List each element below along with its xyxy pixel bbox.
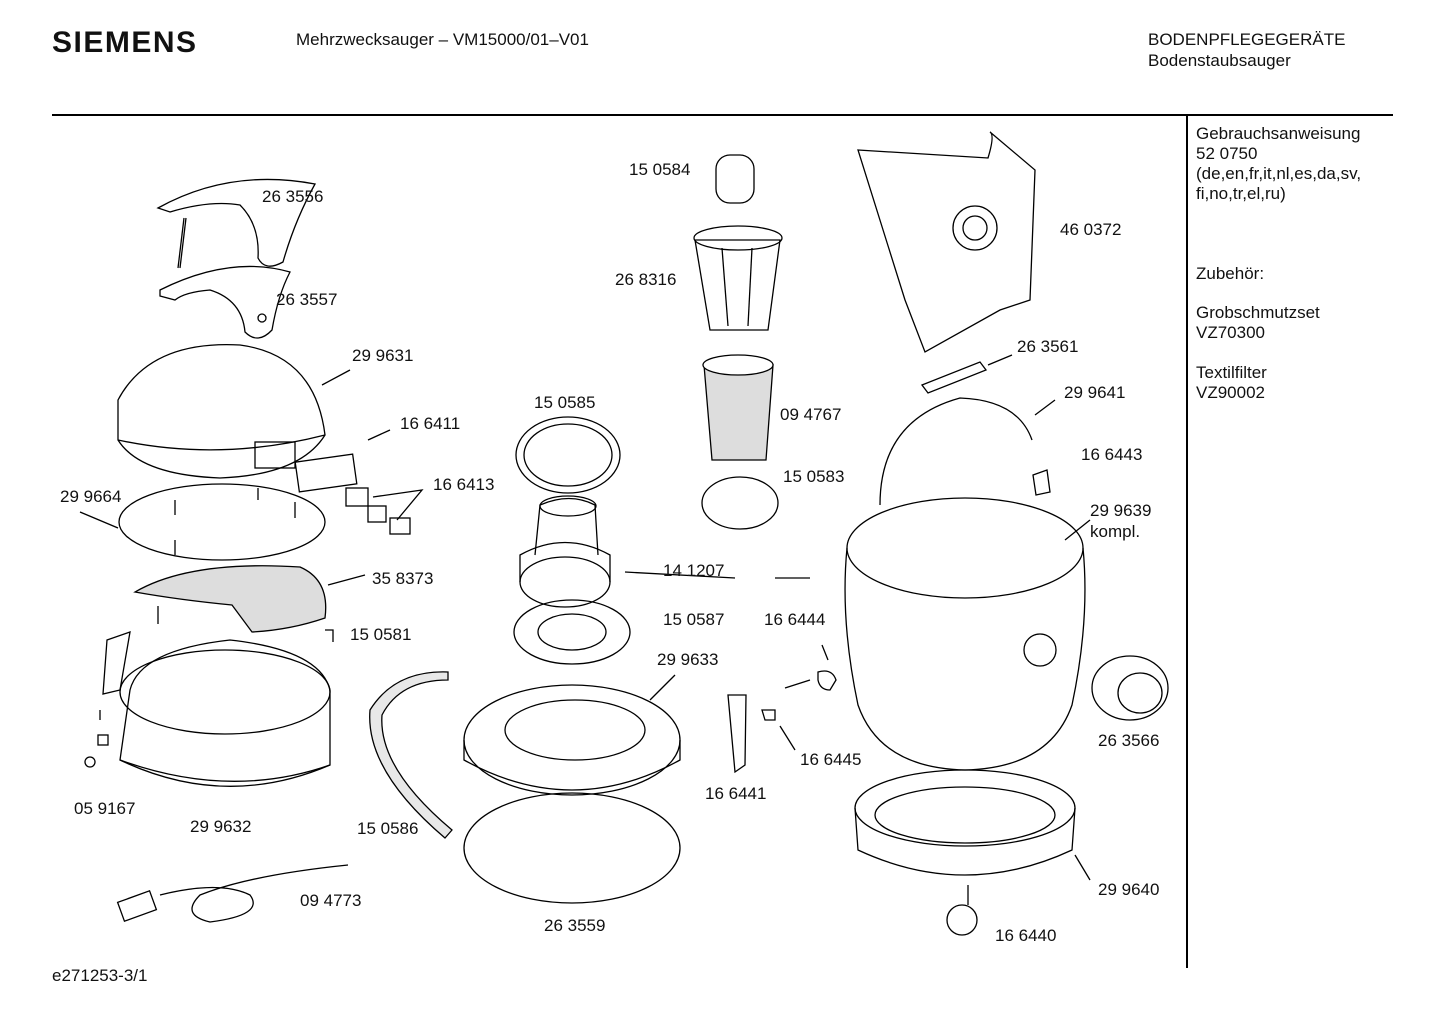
part-label: 16 6444 — [764, 610, 826, 629]
part-label: 15 0583 — [783, 467, 845, 486]
leader-motor-base — [649, 674, 676, 701]
motor — [519, 495, 611, 608]
part-label: 15 0584 — [629, 160, 691, 179]
part-label: 29 9640 — [1098, 880, 1160, 899]
accessory-1-name: Grobschmutzset — [1196, 303, 1320, 322]
manual-title: Gebrauchsanweisung — [1196, 124, 1361, 143]
part-label: 29 9664 — [60, 487, 122, 506]
model-title: Mehrzwecksauger – VM15000/01–V01 — [296, 30, 589, 49]
part-label: 29 9641 — [1064, 383, 1126, 402]
handle — [159, 265, 291, 339]
gasket-ring — [515, 416, 621, 494]
part-label: 26 3566 — [1098, 731, 1160, 750]
dust-bag — [857, 131, 1036, 353]
leader-foam-filter — [327, 574, 366, 586]
seal-ring — [369, 671, 453, 839]
leader-26-3561 — [987, 354, 1013, 366]
cap-15-0584 — [715, 154, 755, 204]
part-label: 26 3561 — [1017, 337, 1079, 356]
part-label: 29 9632 — [190, 817, 252, 836]
motor-washer — [513, 599, 631, 665]
filter-cartridge — [702, 354, 774, 461]
motor-base — [463, 684, 681, 796]
filter-plate — [118, 483, 326, 561]
part-label: 29 9633 — [657, 650, 719, 669]
part-label: 15 0587 — [663, 610, 725, 629]
part-label: 15 0585 — [534, 393, 596, 412]
screw-16-6444 — [784, 679, 811, 689]
part-label: 16 6413 — [433, 475, 495, 494]
leader-container — [1064, 519, 1091, 541]
leader-switch-parts — [372, 489, 424, 521]
part-label: 16 6441 — [705, 784, 767, 803]
clip-16-6443 — [1032, 469, 1051, 496]
container — [844, 497, 1086, 771]
part-label: 26 3556 — [262, 187, 324, 206]
side-clip — [102, 631, 131, 695]
switch-part-1 — [345, 487, 369, 507]
part-label: 26 3559 — [544, 916, 606, 935]
latch-16-6441 — [727, 694, 747, 774]
category-title: BODENPFLEGEGERÄTE — [1148, 30, 1346, 49]
part-label: 16 6440 — [995, 926, 1057, 945]
part-label: 15 0581 — [350, 625, 412, 644]
leader-16-6444 — [821, 644, 829, 661]
accessories-label: Zubehör: — [1196, 264, 1265, 283]
wire-handle — [879, 397, 1033, 506]
part-label: 29 9631 — [352, 346, 414, 365]
motor-housing — [119, 639, 331, 787]
leader-filter-plate — [79, 511, 119, 529]
manual-languages-line1: (de,en,fr,it,nl,es,da,sv, — [1196, 164, 1362, 183]
part-label: 16 6445 — [800, 750, 862, 769]
accessory-2-code: VZ90002 — [1196, 383, 1265, 402]
leader-lid — [321, 369, 351, 386]
leader-16-6445 — [779, 725, 796, 751]
manual-number: 52 0750 — [1196, 144, 1258, 163]
small-screws — [84, 710, 109, 768]
part-label: 46 0372 — [1060, 220, 1122, 239]
large-seal-ring — [463, 792, 681, 904]
brand-logo: SIEMENS — [52, 26, 198, 59]
switch-part-3 — [389, 517, 411, 535]
leader-switch-cover — [367, 429, 391, 441]
part-label: 26 8316 — [615, 270, 677, 289]
wheel-26-3566 — [1091, 655, 1169, 721]
base-ring — [854, 769, 1076, 876]
header-divider — [52, 114, 1393, 116]
switch-cover — [294, 453, 358, 493]
switch-part-2 — [367, 505, 387, 523]
power-cord — [116, 864, 349, 923]
lid — [117, 343, 326, 479]
manual-languages-line2: fi,no,tr,el,ru) — [1196, 184, 1286, 203]
sidebar-divider — [1186, 116, 1188, 968]
subcategory-title: Bodenstaubsauger — [1148, 51, 1291, 70]
handle-cover — [156, 178, 317, 269]
clip-15-0581 — [325, 629, 334, 642]
part-label: 29 9639 — [1090, 501, 1152, 520]
leader-base-ring — [1074, 854, 1091, 881]
part-label: 16 6411 — [400, 414, 461, 433]
accessory-1-code: VZ70300 — [1196, 323, 1265, 342]
part-label: 26 3557 — [276, 290, 338, 309]
clip-16-6445 — [761, 709, 776, 721]
part-label: 09 4767 — [780, 405, 842, 424]
filter-basket — [693, 225, 783, 331]
part-label: 35 8373 — [372, 569, 434, 588]
part-label: 15 0586 — [357, 819, 419, 838]
drawing-id: e271253-3/1 — [52, 966, 148, 985]
filter-disc — [701, 476, 779, 530]
accessory-2-name: Textilfilter — [1196, 363, 1267, 382]
leader-motor — [624, 571, 736, 579]
foam-filter — [133, 565, 327, 633]
part-label: 05 9167 — [74, 799, 136, 818]
leader-wire-handle — [1034, 399, 1056, 416]
grip-26-3561 — [920, 361, 988, 394]
part-label: 16 6443 — [1081, 445, 1143, 464]
part-label: 14 1207 — [663, 561, 725, 580]
part-label: 09 4773 — [300, 891, 362, 910]
catch-16-6444 — [817, 670, 837, 691]
part-label-suffix: kompl. — [1090, 522, 1141, 541]
castor-wheel — [946, 885, 978, 936]
